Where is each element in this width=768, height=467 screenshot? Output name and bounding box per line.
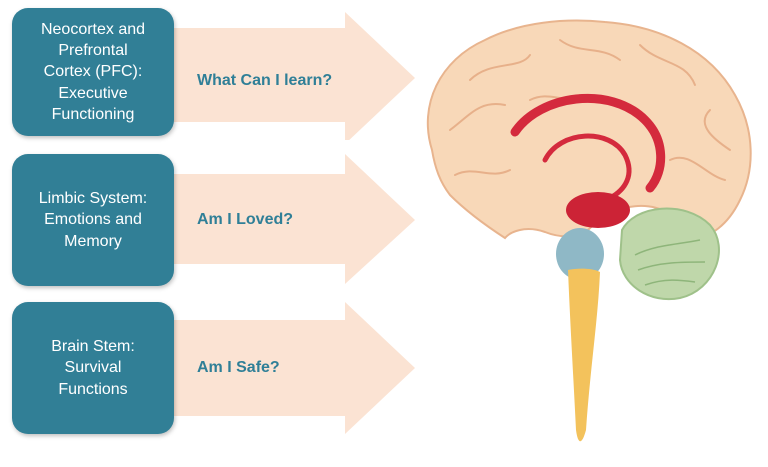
limbic-label: Limbic System: Emotions and Memory — [38, 190, 148, 250]
neocortex-box: Neocortex and Prefrontal Cortex (PFC): E… — [12, 8, 174, 136]
cerebellum-veins — [634, 239, 706, 286]
limbic-arc — [510, 94, 666, 193]
thalamus-shape — [566, 192, 630, 228]
question-learn: What Can I learn? — [197, 72, 333, 89]
brainstem-label: Brain Stem: Survival Functions — [51, 338, 135, 398]
row-brainstem: Brain Stem: Survival Functions Am I Safe… — [0, 300, 440, 440]
question-loved: Am I Loved? — [197, 211, 294, 228]
limbic-box: Limbic System: Emotions and Memory — [12, 154, 174, 286]
arrow-shape — [150, 12, 415, 140]
brainstem-box: Brain Stem: Survival Functions — [12, 302, 174, 434]
pons-shape — [556, 228, 604, 280]
row-neocortex: Neocortex and Prefrontal Cortex (PFC): E… — [0, 0, 440, 140]
neocortex-label: Neocortex and Prefrontal Cortex (PFC): E… — [40, 21, 146, 123]
arrow-shape — [150, 154, 415, 284]
brain-illustration — [426, 19, 752, 442]
question-safe: Am I Safe? — [197, 359, 280, 376]
limbic-inner-arc — [542, 133, 632, 201]
brain-stem-shape — [568, 268, 600, 442]
row-limbic: Limbic System: Emotions and Memory Am I … — [0, 150, 440, 290]
arrow-shape — [150, 302, 415, 434]
cerebellum-shape — [618, 207, 720, 301]
